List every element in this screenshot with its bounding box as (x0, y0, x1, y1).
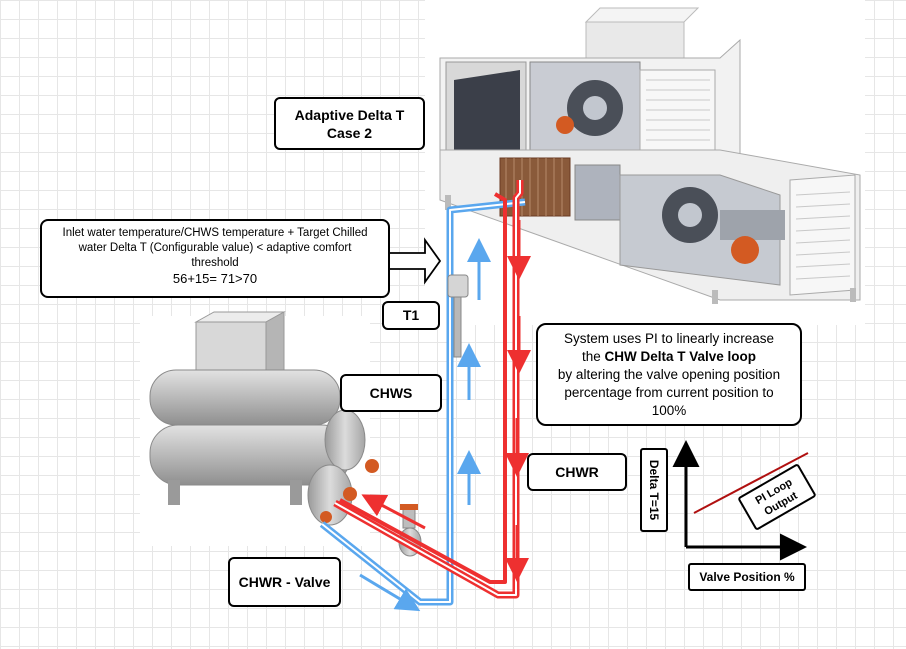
chiller (149, 311, 422, 557)
condition-box: Inlet water temperature/CHWS temperature… (40, 219, 390, 298)
graph-y-label: Delta T=15 (640, 448, 668, 532)
supply-flow-arrows (359, 238, 491, 612)
chws-label-text: CHWS (369, 385, 413, 401)
chws-label: CHWS (340, 374, 442, 412)
system-note-line-3: by altering the valve opening position (557, 367, 781, 382)
pi-loop-graph (672, 440, 809, 561)
system-note-line-4: percentage from current position to (564, 385, 774, 400)
graph-x-label: Valve Position % (688, 563, 806, 591)
system-note-line-2-prefix: the (581, 349, 605, 364)
system-note-box: System uses PI to linearly increase the … (536, 323, 802, 426)
system-note-line-5: 100% (651, 403, 687, 418)
air-handling-unit (439, 7, 861, 304)
condition-line-2: water Delta T (Configurable value) < ada… (78, 242, 352, 254)
system-note-line-1: System uses PI to linearly increase (563, 331, 775, 346)
chwr-label-text: CHWR (555, 464, 599, 480)
graph-x-label-text: Valve Position % (699, 570, 795, 584)
t1-label: T1 (382, 301, 440, 330)
condition-line-1: Inlet water temperature/CHWS temperature… (62, 227, 368, 239)
return-flow-arrows (361, 220, 531, 582)
pi-loop-output-line (693, 452, 809, 514)
title-box: Adaptive Delta T Case 2 (274, 97, 425, 150)
chwr-valve-label-text: CHWR - Valve (238, 574, 331, 590)
t1-label-text: T1 (402, 307, 420, 323)
pointer-arrow (387, 237, 442, 285)
system-note-line-2-bold: CHW Delta T Valve loop (604, 349, 757, 364)
chwr-valve-label: CHWR - Valve (228, 557, 341, 607)
title-line-1: Adaptive Delta T (294, 107, 405, 123)
chwr-label: CHWR (527, 453, 627, 491)
graph-y-label-text: Delta T=15 (647, 459, 661, 521)
condition-line-4: 56+15= 71>70 (172, 271, 258, 286)
system-note-line-2: the CHW Delta T Valve loop (538, 348, 800, 366)
title-line-2: Case 2 (326, 125, 373, 141)
condition-line-3: threshold (191, 257, 239, 269)
